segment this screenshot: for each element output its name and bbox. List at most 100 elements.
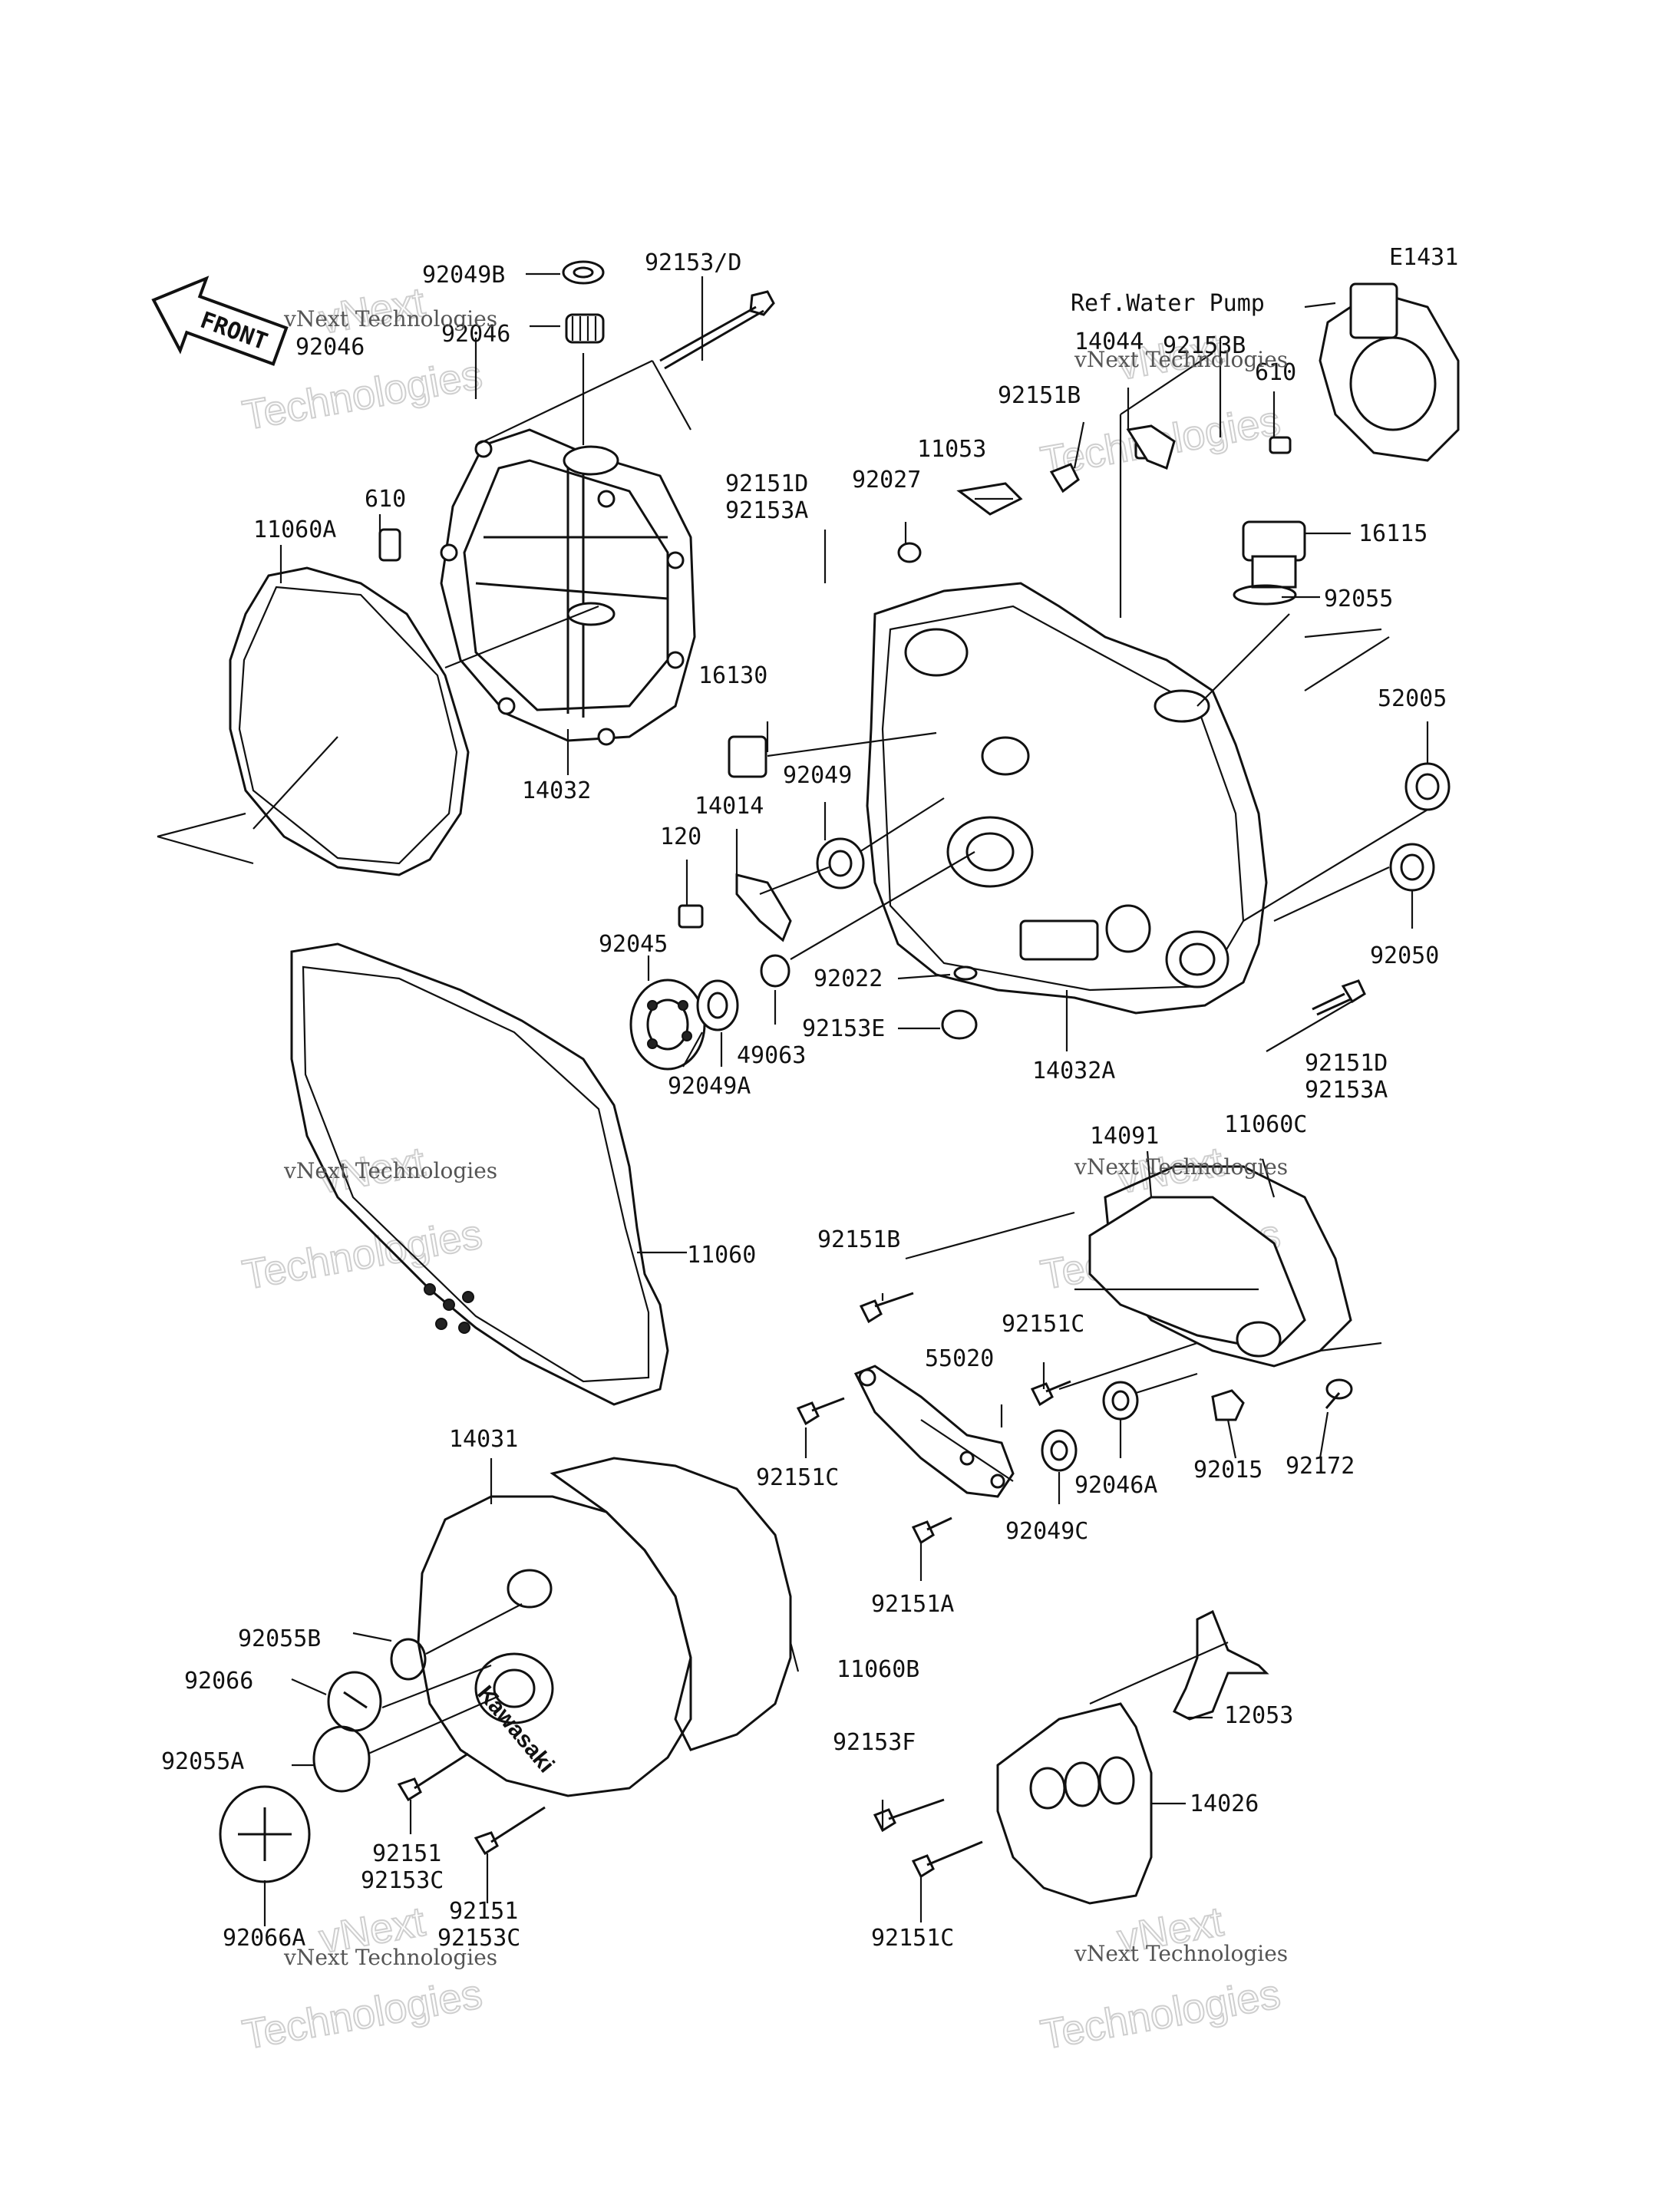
part-55020-shape [853, 1365, 1015, 1498]
wm-text-1: vNext Technologies [283, 306, 497, 332]
label-92046A: 92046A [1074, 1472, 1157, 1499]
label-92151-b: 92151 [449, 1898, 518, 1925]
ref-water-pump-note: Ref.Water Pump [1071, 290, 1265, 317]
part-92055A-shape [312, 1725, 371, 1793]
label-92066A: 92066A [223, 1925, 305, 1952]
label-610-left: 610 [365, 486, 406, 513]
wm-text-4: vNext Technologies [1074, 1154, 1288, 1180]
wm-text-2: vNext Technologies [1074, 347, 1288, 372]
label-14031: 14031 [449, 1426, 518, 1453]
part-92153D-bolt [659, 290, 775, 370]
part-14032A-shape [866, 582, 1268, 1015]
label-14014: 14014 [695, 793, 764, 820]
label-92153C-b: 92153C [437, 1925, 520, 1952]
part-92050-shape [1389, 843, 1435, 892]
part-92151-bolts-lower [397, 1752, 546, 1856]
label-12053: 12053 [1224, 1702, 1293, 1729]
label-11060A: 11060A [253, 516, 336, 543]
label-92153E: 92153E [802, 1015, 885, 1042]
label-92151A: 92151A [871, 1591, 954, 1618]
label-11053: 11053 [917, 436, 986, 463]
part-14026-shape [996, 1702, 1153, 1905]
part-92049C-shape [1041, 1429, 1078, 1472]
label-55020: 55020 [925, 1345, 994, 1372]
part-610-dowel-left [378, 528, 401, 562]
part-16115-shape [1242, 520, 1306, 589]
label-92015: 92015 [1193, 1457, 1262, 1483]
label-92153F: 92153F [833, 1729, 916, 1756]
label-92022: 92022 [814, 965, 883, 992]
part-92066-shape [327, 1671, 382, 1732]
part-120-shape [678, 904, 704, 929]
watermark-text: vNext Technologies vNext Technologies vN… [283, 306, 1288, 1970]
label-92050: 92050 [1370, 942, 1439, 969]
label-92151B-top: 92151B [998, 382, 1081, 409]
label-92151C-bottom: 92151C [871, 1925, 954, 1952]
label-16130: 16130 [698, 662, 767, 689]
part-92015-shape [1211, 1389, 1245, 1421]
part-52005-shape [1404, 762, 1451, 811]
label-92153B: 92153B [1163, 332, 1246, 359]
part-92055B-shape [390, 1638, 427, 1681]
label-92153D: 92153/D [645, 249, 741, 276]
label-92049B: 92049B [422, 262, 505, 289]
label-92153A-top: 92153A [725, 497, 808, 524]
leader-lines [157, 272, 1429, 1926]
label-92151D-right: 92151D [1305, 1050, 1388, 1077]
part-92066A-shape [219, 1785, 311, 1883]
wm-text-3: vNext Technologies [283, 1158, 497, 1183]
label-92049: 92049 [783, 762, 852, 789]
part-92049B-shape [562, 260, 605, 285]
front-arrow-icon: FRONT [151, 276, 289, 366]
label-11060: 11060 [687, 1242, 756, 1269]
label-49063: 49063 [737, 1042, 806, 1069]
part-16130-shape [728, 735, 767, 778]
part-92055-shape [1233, 584, 1297, 606]
label-92049C: 92049C [1005, 1518, 1088, 1545]
label-92172: 92172 [1286, 1453, 1355, 1480]
label-52005: 52005 [1378, 685, 1447, 712]
label-92066: 92066 [184, 1668, 253, 1695]
label-14044: 14044 [1074, 328, 1144, 355]
label-92153C-a: 92153C [361, 1867, 444, 1894]
wm-big-6b: Technologies [1038, 1971, 1284, 2058]
wm-big-3b: Technologies [239, 1211, 486, 1299]
part-11060B-shape [550, 1457, 792, 1751]
label-92055: 92055 [1324, 586, 1393, 612]
part-92049-shape [816, 837, 865, 889]
part-92153E-shape [941, 1009, 978, 1040]
part-bolts-mid [796, 1292, 1071, 1545]
label-92046: 92046 [441, 321, 510, 348]
label-16115: 16115 [1358, 520, 1428, 547]
wm-big-5b: Technologies [239, 1971, 486, 2058]
label-14032: 14032 [522, 777, 591, 804]
wm-big-1b: Technologies [239, 351, 486, 439]
part-92172-shape [1325, 1378, 1353, 1409]
label-92055A: 92055A [161, 1748, 244, 1775]
part-bolts-bottom-right [873, 1798, 983, 1879]
label-92045: 92045 [599, 931, 668, 958]
part-92046-shape [565, 313, 605, 344]
part-92151D-bolt-right [1312, 979, 1366, 1016]
label-92027: 92027 [852, 467, 921, 493]
label-92151D-top: 92151D [725, 470, 808, 497]
wm-text-5: vNext Technologies [283, 1945, 497, 1970]
part-14032-shape [440, 428, 696, 746]
label-92151C-mid: 92151C [1002, 1311, 1084, 1338]
label-92151B-mid: 92151B [817, 1226, 900, 1253]
part-labels: E1431 Ref.Water Pump 92049B 92153/D 9204… [161, 244, 1458, 1952]
label-11060C: 11060C [1224, 1111, 1307, 1138]
label-92153A-right: 92153A [1305, 1077, 1388, 1104]
part-11060A-shape [229, 566, 470, 876]
label-120: 120 [660, 823, 701, 850]
part-92046A-shape [1102, 1381, 1139, 1421]
label-14026: 14026 [1190, 1790, 1259, 1817]
part-14031-shape: Kawasaki [417, 1495, 692, 1797]
label-92049A: 92049A [668, 1073, 751, 1100]
label-92046-b: 92046 [295, 334, 365, 361]
wm-text-6: vNext Technologies [1074, 1941, 1288, 1966]
part-water-pump-shape [1319, 282, 1460, 462]
label-14032A: 14032A [1032, 1058, 1115, 1084]
